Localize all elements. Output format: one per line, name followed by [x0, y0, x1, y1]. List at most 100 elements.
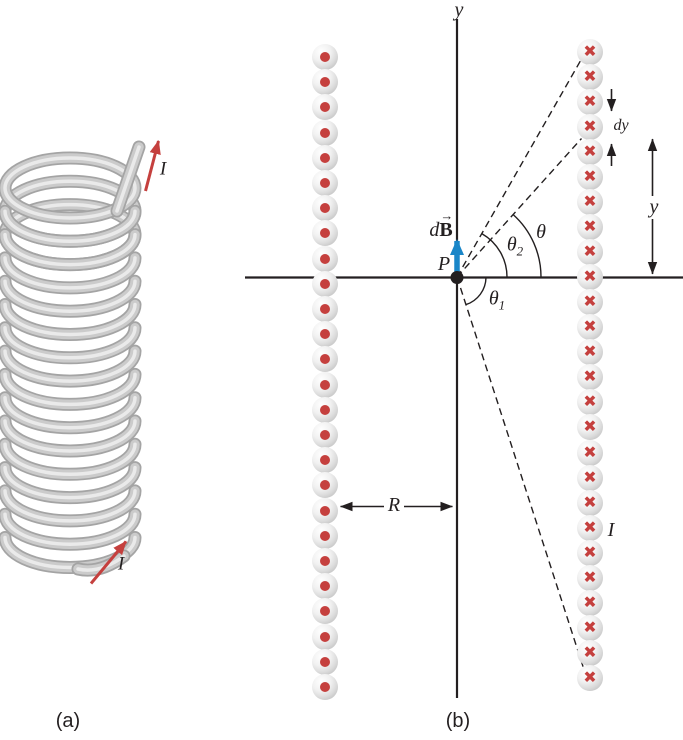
wire-cross-section [312, 346, 338, 373]
wire-cross-section: ✖ [577, 38, 603, 65]
current-into-page-cross: ✖ [583, 166, 597, 186]
coil-current-arrows [89, 140, 161, 585]
wire-cross-section: ✖ [577, 539, 603, 566]
theta-arc [512, 214, 542, 278]
wire-cross-section: ✖ [577, 339, 603, 366]
current-into-page-cross: ✖ [583, 41, 597, 61]
wire-cross-section: ✖ [577, 364, 603, 391]
wire-cross-section [312, 195, 338, 222]
solenoid-coil-illustration [0, 140, 146, 577]
wire-cross-section [312, 623, 338, 650]
wire-cross-section: ✖ [577, 614, 603, 641]
wire-cross-section [312, 648, 338, 675]
current-out-of-page-dot [320, 203, 330, 214]
current-into-page-cross: ✖ [583, 316, 597, 336]
wire-cross-section [312, 472, 338, 499]
wire-cross-section [312, 497, 338, 524]
wire-cross-section [312, 69, 338, 96]
wire-cross-section [312, 396, 338, 423]
wire-cross-section: ✖ [577, 163, 603, 190]
current-out-of-page-dot [320, 127, 330, 138]
current-out-of-page-dot [320, 152, 330, 163]
wire-cross-section: ✖ [577, 589, 603, 616]
current-into-page-cross: ✖ [583, 542, 597, 562]
current-into-page-cross: ✖ [583, 592, 597, 612]
db-field-label: dB→ [429, 208, 454, 241]
point-p-dot [450, 271, 464, 284]
current-out-of-page-dot [320, 52, 330, 62]
wire-cross-section: ✖ [577, 214, 603, 241]
current-out-of-page-dot [320, 606, 330, 617]
dy-label: dy [613, 117, 629, 134]
wire-cross-section: ✖ [577, 514, 603, 541]
wire-cross-section: ✖ [577, 464, 603, 491]
wire-cross-section [312, 598, 338, 625]
radius-label: R [387, 494, 401, 516]
wire-cross-section: ✖ [577, 289, 603, 316]
current-into-page-cross: ✖ [583, 617, 597, 637]
point-p-label: P [437, 253, 451, 275]
current-into-page-cross: ✖ [583, 341, 597, 361]
current-into-page-cross: ✖ [583, 216, 597, 236]
current-out-of-page-dot [320, 354, 330, 365]
y-dimension-label: y [649, 196, 659, 218]
wire-cross-section: ✖ [577, 264, 603, 291]
theta1-label: θ1 [488, 287, 506, 313]
wire-cross-section [312, 245, 338, 272]
wire-cross-section [312, 220, 338, 247]
current-into-page-cross: ✖ [583, 467, 597, 487]
theta-label: θ [536, 221, 546, 243]
current-out-of-page-dot [320, 102, 330, 113]
line-to-bottom-end [456, 276, 585, 669]
current-into-page-cross: ✖ [583, 366, 597, 386]
current-into-page-cross: ✖ [583, 241, 597, 261]
wire-cross-section [312, 548, 338, 574]
vector-arrow-accent: → [440, 208, 454, 223]
wire-cross-section [312, 94, 338, 121]
wire-cross-section: ✖ [577, 489, 603, 516]
current-out-of-page-dot [320, 505, 330, 516]
wire-cross-section: ✖ [577, 389, 603, 416]
current-out-of-page-dot [320, 480, 330, 491]
wire-cross-section [312, 422, 338, 448]
current-into-page-cross: ✖ [583, 291, 597, 311]
current-into-page-cross: ✖ [583, 141, 597, 161]
wire-cross-section [312, 321, 338, 348]
current-into-page-cross: ✖ [583, 66, 597, 86]
wire-cross-section [312, 270, 338, 297]
projection-lines [456, 55, 585, 669]
wire-cross-section [312, 674, 338, 700]
current-out-of-page-dot [320, 278, 330, 289]
caption-a: (a) [55, 710, 81, 732]
wire-cross-section: ✖ [577, 113, 603, 140]
wire-cross-section: ✖ [577, 414, 603, 441]
wire-cross-section: ✖ [577, 639, 603, 666]
current-out-of-page-dot [320, 530, 330, 541]
wire-cross-section [312, 144, 338, 171]
wire-cross-section [312, 44, 338, 70]
wire-cross-section: ✖ [577, 88, 603, 115]
wire-cross-section: ✖ [577, 564, 603, 591]
current-into-page-cross: ✖ [583, 191, 597, 211]
current-into-page-cross: ✖ [583, 91, 597, 111]
current-out-of-page-dot [320, 556, 330, 566]
current-out-of-page-dot [320, 304, 330, 314]
current-label-right-column: I [607, 519, 615, 541]
current-out-of-page-dot [320, 329, 330, 340]
current-into-page-cross: ✖ [583, 667, 597, 687]
wire-cross-section [312, 522, 338, 549]
current-label-coil-top: I [159, 158, 167, 180]
wire-cross-section [312, 170, 338, 196]
theta1-arc [465, 277, 487, 306]
wire-cross-section [312, 573, 338, 600]
angle-arcs [465, 214, 542, 306]
wire-cross-section: ✖ [577, 138, 603, 165]
line-to-top-end [456, 55, 585, 278]
current-into-page-cross: ✖ [583, 416, 597, 436]
current-out-of-page-dot [320, 430, 330, 440]
wire-cross-section [312, 447, 338, 474]
current-into-page-cross: ✖ [583, 391, 597, 411]
current-label-coil-bottom: I [117, 553, 125, 575]
